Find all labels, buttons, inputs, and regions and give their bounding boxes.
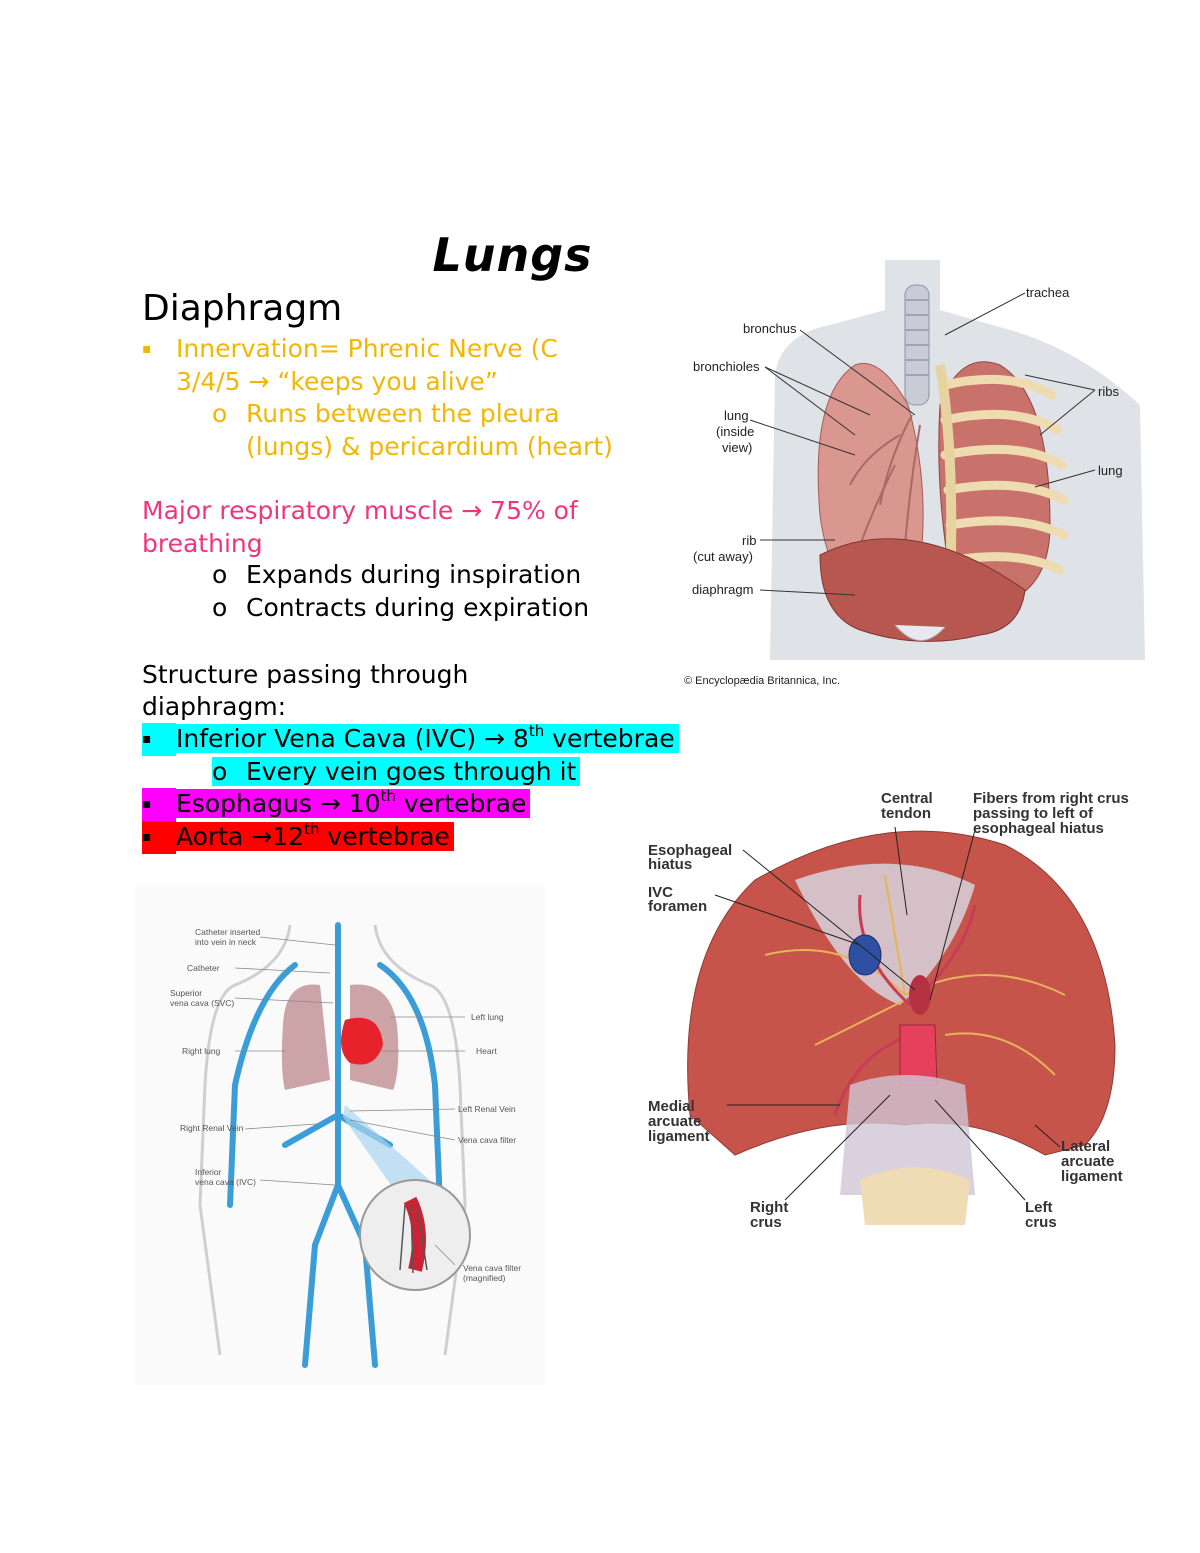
structure-line2: diaphragm: [142,692,287,721]
ivc-sup: th [528,722,545,740]
innervation-line2: 3/4/5 → “keeps you alive” [176,367,498,396]
ivc-highlight: Inferior Vena Cava (IVC) → 8th vertebrae [176,724,679,753]
label-lung: lung [1098,463,1123,478]
eso-post: vertebrae [395,789,527,818]
ivc-subitem: o Every vein goes through it [212,755,581,788]
label-rib-cutaway: (cut away) [693,549,753,564]
label-lung-inside-3: view) [722,440,752,455]
page-title: Lungs [432,228,593,282]
major-subitem-1: o Expands during inspiration [212,558,581,591]
label-right-crus-2: crus [750,1214,782,1231]
innervation-sub-line1: Runs between the pleura [246,399,560,428]
major-sub1-text: Expands during inspiration [246,560,582,589]
label-left-crus-2: crus [1025,1214,1057,1231]
label-filter-mag-2: (magnified) [463,1273,506,1283]
innervation-line1: Innervation= Phrenic Nerve (C [176,334,558,363]
label-fibers-2: passing to left of [973,805,1094,822]
label-ivc-1: Inferior [195,1167,222,1177]
label-catheter: Catheter [187,963,220,973]
ivc-sub-text: Every vein goes through it [246,757,577,786]
credit-text: © Encyclopædia Britannica, Inc. [684,675,840,687]
circle-bullet: o [212,757,228,786]
label-right-lung: Right lung [182,1046,221,1056]
label-ivc-1: IVC [648,884,673,901]
label-heart: Heart [476,1046,497,1056]
aorta-item: ▪Aorta →12th vertebrae [142,820,454,854]
label-lung-inside-1: lung [724,408,749,423]
catheter-figure: Catheter inserted into vein in neck Cath… [135,885,545,1385]
circle-bullet: o [212,560,228,589]
label-medial-1: Medial [648,1098,695,1115]
label-filter-mag-1: Vena cava filter [463,1263,521,1273]
label-lateral-1: Lateral [1061,1138,1110,1155]
label-fibers-3: esophageal hiatus [973,820,1104,837]
label-svc-1: Superior [170,988,202,998]
eso-text: Esophagus → 10 [176,789,381,818]
label-diaphragm: diaphragm [692,582,753,597]
label-lateral-3: ligament [1061,1168,1123,1185]
aorta-text: Aorta →12 [176,822,305,851]
ivc-text: Inferior Vena Cava (IVC) → 8 [176,724,529,753]
label-bronchus: bronchus [743,321,797,336]
label-central-1: Central [881,790,933,807]
lungs-illustration: trachea bronchus bronchioles lung (insid… [684,260,1145,687]
ivc-item: ▪Inferior Vena Cava (IVC) → 8th vertebra… [142,722,679,756]
diaphragm-figure: Central tendon Fibers from right crus pa… [645,785,1145,1240]
circle-bullet: o [212,399,228,428]
label-fibers-1: Fibers from right crus [973,790,1129,807]
label-right-renal: Right Renal Vein [180,1123,244,1133]
major-line2: breathing [142,529,263,558]
innervation-sub-line2: (lungs) & pericardium (heart) [246,432,613,461]
label-left-lung: Left lung [471,1012,504,1022]
label-bronchioles: bronchioles [693,359,760,374]
label-lung-inside-2: (inside [716,424,754,439]
label-central-2: tendon [881,805,931,822]
aorta-post: vertebrae [319,822,450,851]
eso-sup: th [380,787,396,805]
ivc-sub-highlight: o Every vein goes through it [212,757,581,786]
label-trachea: trachea [1026,285,1070,300]
major-line1: Major respiratory muscle → 75% of [142,496,578,525]
label-medial-3: ligament [648,1128,710,1145]
label-ivc-2: foramen [648,898,707,915]
major-sub2-text: Contracts during expiration [246,593,590,622]
catheter-illustration: Catheter inserted into vein in neck Cath… [135,885,545,1385]
structure-line1: Structure passing through [142,660,469,689]
label-rib: rib [742,533,756,548]
innervation-item: ▪ Innervation= Phrenic Nerve (C [142,332,558,366]
innervation-subitem: o Runs between the pleura [212,397,560,430]
square-bullet: ▪ [142,788,176,821]
label-cath-inserted-2: into vein in neck [195,937,257,947]
esophagus-highlight: Esophagus → 10th vertebrae [176,787,531,818]
label-eso-2: hiatus [648,856,692,873]
lungs-figure: trachea bronchus bronchioles lung (insid… [680,255,1150,695]
esophagus-item: ▪Esophagus → 10th vertebrae [142,787,531,821]
label-svc-2: vena cava (SVC) [170,998,234,1008]
label-cath-inserted-1: Catheter inserted [195,927,260,937]
section-heading: Diaphragm [142,288,343,329]
square-bullet: ▪ [142,341,152,357]
label-ivc-2: vena cava (IVC) [195,1177,256,1187]
major-subitem-2: o Contracts during expiration [212,591,589,624]
aorta-highlight: Aorta →12th vertebrae [176,822,454,851]
label-medial-2: arcuate [648,1113,701,1130]
label-filter: Vena cava filter [458,1135,516,1145]
square-bullet: ▪ [142,723,176,756]
label-left-renal: Left Renal Vein [458,1104,516,1114]
diaphragm-illustration: Central tendon Fibers from right crus pa… [648,790,1129,1231]
label-eso-1: Esophageal [648,842,732,859]
circle-bullet: o [212,593,228,622]
label-left-crus-1: Left [1025,1199,1053,1216]
ivc-post: vertebrae [544,724,675,753]
label-lateral-2: arcuate [1061,1153,1114,1170]
aorta-sup: th [304,820,320,838]
square-bullet: ▪ [142,821,176,854]
label-right-crus-1: Right [750,1199,788,1216]
label-ribs: ribs [1098,384,1119,399]
